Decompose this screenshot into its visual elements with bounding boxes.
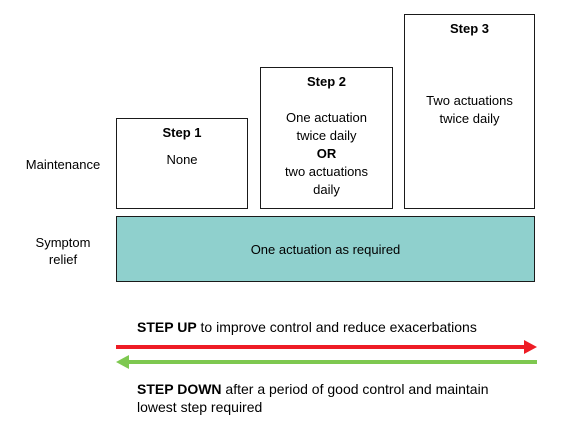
step-1-box: Step 1 None	[116, 118, 248, 209]
step-up-rest: to improve control and reduce exacerbati…	[200, 319, 477, 335]
step-2-or: OR	[316, 146, 337, 161]
symptom-relief-label-line1: Symptom	[35, 235, 91, 250]
step-3-dose-line1: Two actuations	[426, 93, 513, 108]
step-2-title: Step 2	[306, 74, 346, 89]
step-down-rest-line2: lowest step required	[137, 399, 263, 415]
maintenance-label: Maintenance	[25, 157, 101, 172]
step-2-dose-line2: twice daily	[296, 128, 357, 143]
step-3-title: Step 3	[449, 21, 489, 36]
symptom-relief-bar: One actuation as required	[116, 216, 535, 282]
symptom-relief-label: Symptom relief	[18, 234, 108, 268]
step-2-dose-line3: two actuations	[284, 164, 369, 179]
step-1-title: Step 1	[162, 125, 202, 140]
step-3-dose-line2: twice daily	[439, 111, 500, 126]
step-2-dose-line4: daily	[313, 182, 340, 197]
step-down-rest-line1: after a period of good control and maint…	[225, 381, 489, 397]
symptom-relief-label-line2: relief	[48, 252, 78, 267]
step-down-text: STEP DOWN after a period of good control…	[137, 380, 567, 416]
step-up-text: STEP UP to improve control and reduce ex…	[137, 318, 567, 336]
step-3-box: Step 3 Two actuations twice daily	[404, 14, 535, 209]
step-down-arrow	[116, 355, 537, 369]
step-up-strong: STEP UP	[137, 319, 197, 335]
step-up-arrow	[116, 340, 537, 354]
step-down-strong: STEP DOWN	[137, 381, 222, 397]
step-2-dose-line1: One actuation	[286, 110, 367, 125]
symptom-relief-text: One actuation as required	[250, 241, 401, 257]
step-2-box: Step 2 One actuation twice daily OR two …	[260, 67, 393, 209]
step-1-dose: None	[166, 152, 198, 167]
